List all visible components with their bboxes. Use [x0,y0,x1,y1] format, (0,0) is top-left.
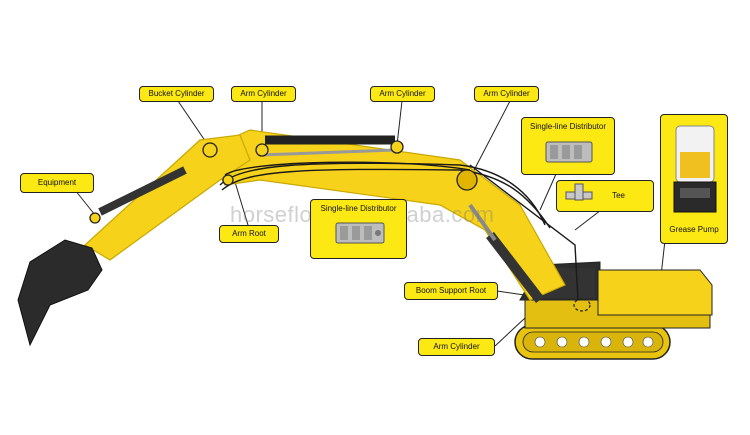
callout-arm-cylinder-4: Arm Cylinder [418,338,495,356]
callout-label: Single-line Distributor [320,204,397,213]
grease-hoses [219,161,579,301]
arm-cylinder [259,135,396,157]
callout-equipment: Equipment [20,173,94,193]
pivot-pins [89,140,404,224]
callout-label: Equipment [37,177,77,187]
track-assembly [514,324,671,360]
callout-arm-cylinder-1: Arm Cylinder [231,86,296,102]
callout-arm-cylinder-2: Arm Cylinder [370,86,435,102]
boom-pivot-pin [456,169,478,191]
callout-label: Single-line Distributor [529,122,607,131]
callout-label: Arm Cylinder [240,88,287,98]
grease-pump-image [673,125,717,213]
boom-support-root-marker [573,298,591,312]
boom-cylinder [468,203,544,304]
tee-fitting-image [565,183,593,201]
callout-label: Tee [612,190,625,200]
callout-arm-root: Arm Root [219,225,279,243]
callout-arm-cylinder-3: Arm Cylinder [474,86,539,102]
callout-label: Boom Support Root [415,285,487,295]
callout-label: Arm Cylinder [483,88,530,98]
bucket-cylinder [98,166,187,216]
distributor-image-2 [545,141,593,163]
callout-boom-support-root: Boom Support Root [404,282,498,300]
callout-bucket-cylinder: Bucket Cylinder [139,86,214,102]
callout-label: Arm Root [232,228,266,238]
distributor-image-1 [335,222,385,244]
bucket [17,239,103,347]
callout-label: Arm Cylinder [433,341,480,351]
arm [84,134,251,261]
callout-label: Arm Cylinder [379,88,426,98]
callout-label: Grease Pump [669,225,719,235]
callout-label: Bucket Cylinder [148,88,205,98]
